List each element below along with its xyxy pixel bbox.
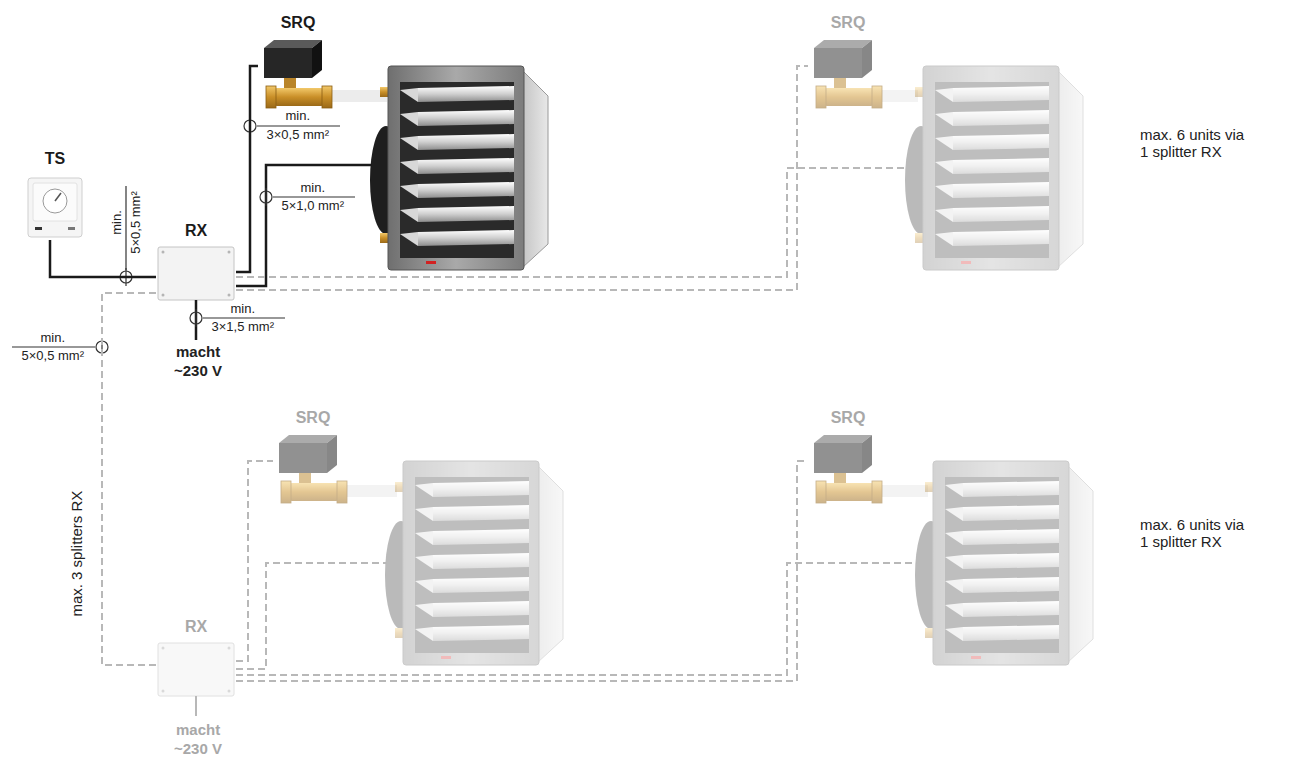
node-label: TS xyxy=(45,150,65,168)
cable-spec: min. xyxy=(41,331,66,346)
screw xyxy=(162,294,165,297)
node-label: SRQ xyxy=(281,14,316,32)
splitter-box xyxy=(158,643,234,696)
wire-connector xyxy=(236,66,808,290)
splitter-node: RX xyxy=(156,222,236,302)
power-wire xyxy=(195,300,198,340)
fan-wire xyxy=(236,168,907,277)
heater-unit xyxy=(905,66,1083,270)
power-label: macht xyxy=(176,721,220,738)
heater-unit xyxy=(385,461,563,665)
node-label: SRQ xyxy=(296,409,331,427)
wire-connector xyxy=(236,461,273,661)
cable-spec: 5×1,0 mm² xyxy=(282,199,345,214)
splitter-housing xyxy=(158,643,234,696)
splitter-node: RX xyxy=(156,618,236,698)
marker-tick xyxy=(195,309,196,327)
screw xyxy=(162,647,165,650)
capacity-note: max. 6 units via 1 splitter RX xyxy=(1140,126,1250,161)
thermostat-body xyxy=(28,178,82,237)
power-label: macht xyxy=(176,343,220,360)
valve-node: SRQ xyxy=(808,409,888,503)
leader-bar xyxy=(12,346,95,347)
valve-actuator xyxy=(814,40,882,108)
screw xyxy=(162,251,165,254)
fan-wire xyxy=(236,563,387,669)
fan-wire xyxy=(236,563,917,675)
node-label: SRQ xyxy=(831,14,866,32)
cable-marker xyxy=(12,117,355,356)
fan-wire xyxy=(236,165,372,286)
screw xyxy=(228,294,231,297)
heater-unit xyxy=(370,66,548,270)
thermostat-face xyxy=(33,183,77,221)
leader-bar xyxy=(203,317,285,318)
cable-spec: min. xyxy=(109,210,124,235)
thermostat-dial xyxy=(43,189,67,213)
screw xyxy=(228,251,231,254)
node-label: RX xyxy=(185,222,207,240)
cable-spec: min. xyxy=(231,302,256,317)
wire-connector xyxy=(236,461,808,681)
pipe xyxy=(332,90,387,102)
cable-spec: min. xyxy=(301,181,326,196)
power-label: ~230 V xyxy=(174,740,222,757)
pipe xyxy=(347,485,397,497)
dial-pointer xyxy=(55,193,61,201)
splitter-housing xyxy=(158,247,234,300)
screw xyxy=(228,647,231,650)
cable-spec: 3×1,5 mm² xyxy=(212,320,275,335)
wire-connector xyxy=(102,293,156,665)
screw xyxy=(162,690,165,693)
cable-spec: 5×0,5 mm² xyxy=(128,191,143,254)
capacity-note: max. 6 units via 1 splitter RX xyxy=(1140,516,1250,551)
valve-node: SRQ xyxy=(273,409,353,503)
heater-unit xyxy=(915,461,1093,665)
valve-actuator xyxy=(279,435,347,503)
valve-actuator xyxy=(264,40,332,108)
splitter-box xyxy=(158,247,234,300)
leader-bar xyxy=(257,125,340,126)
pipe xyxy=(882,90,918,102)
cable-spec: 3×0,5 mm² xyxy=(267,128,330,143)
thermostat-mark xyxy=(68,227,75,230)
power-wire xyxy=(195,696,197,716)
thermostat-node: TS xyxy=(24,150,86,240)
valve-node: SRQ xyxy=(258,14,338,108)
thermostat-mark xyxy=(35,227,42,230)
cable-spec: 5×0,5 mm² xyxy=(22,349,85,364)
screw xyxy=(228,690,231,693)
power-label: ~230 V xyxy=(174,362,222,379)
leader-bar xyxy=(273,196,355,197)
wire-connector xyxy=(236,66,258,272)
marker-tick xyxy=(265,188,266,206)
pipe xyxy=(882,485,928,497)
node-label: RX xyxy=(185,618,207,636)
valve-actuator xyxy=(814,435,882,503)
valve-node: SRQ xyxy=(808,14,888,108)
capacity-note: max. 3 splitters RX xyxy=(68,490,85,616)
node-label: SRQ xyxy=(831,409,866,427)
thermostat xyxy=(28,178,82,237)
leader-bar xyxy=(125,186,126,270)
cable-spec: min. xyxy=(286,109,311,124)
